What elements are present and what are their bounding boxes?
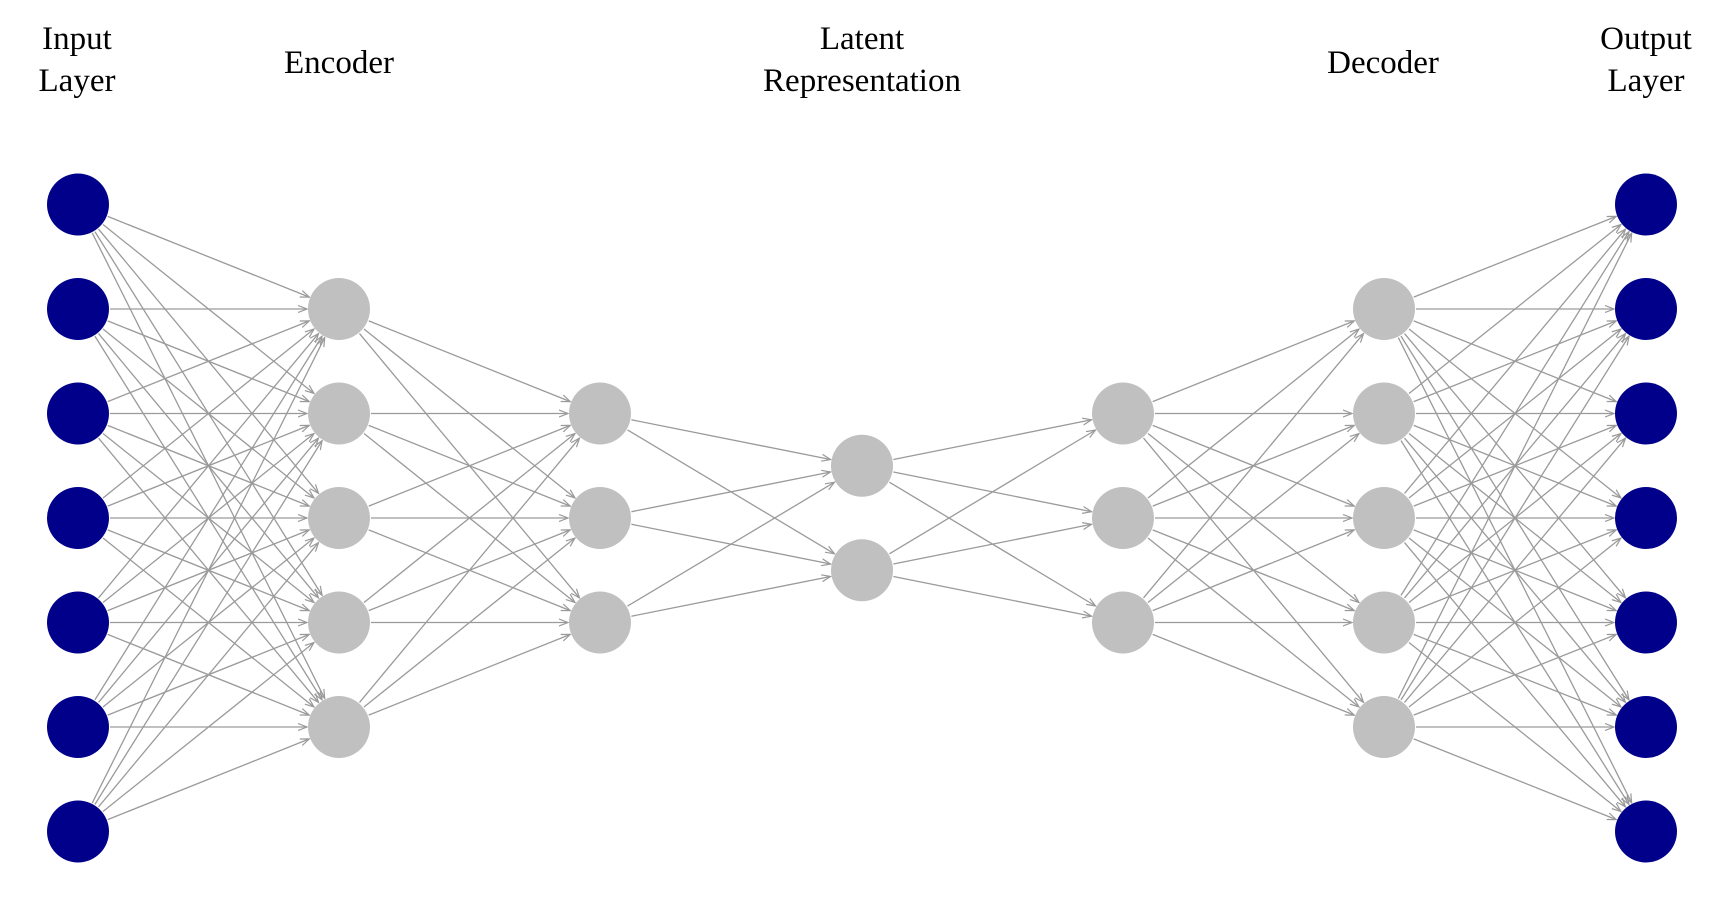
output-node-7	[1615, 800, 1677, 863]
input-node-5	[47, 591, 109, 654]
edge-encoder-1-5-to-encoder-2-1	[359, 438, 580, 703]
decoder-title: Decoder	[1327, 42, 1439, 84]
edge-decoder-2-2-to-output-1	[1408, 225, 1621, 395]
input-node-3	[47, 382, 109, 445]
edge-decoder-2-5-to-output-3	[1404, 438, 1626, 703]
decoder-2-node-2	[1353, 382, 1415, 445]
edge-input-6-to-encoder-1-1	[94, 336, 322, 701]
edge-decoder-2-5-to-output-5	[1413, 634, 1617, 716]
encoder-2-node-3	[569, 591, 631, 654]
edge-latent-2-to-decoder-1-1	[889, 430, 1095, 555]
output-node-5	[1615, 591, 1677, 654]
latent-representation-title: Latent Representation	[763, 18, 961, 102]
edge-encoder-1-1-to-encoder-2-1	[368, 320, 571, 402]
input-layer-title-line-2: Layer	[38, 63, 116, 99]
edge-decoder-2-3-to-output-1	[1404, 229, 1626, 494]
edge-decoder-2-5-to-output-2	[1400, 336, 1629, 701]
input-node-6	[47, 696, 109, 758]
edge-decoder-1-2-to-decoder-2-1	[1147, 329, 1359, 499]
edge-input-1-to-encoder-1-1	[107, 215, 310, 297]
output-layer-title-line-2: Layer	[1607, 63, 1685, 99]
encoder-1-node-4	[308, 591, 370, 654]
encoder-1-node-1	[308, 278, 370, 340]
output-node-2	[1615, 278, 1677, 340]
encoder-title-line-1: Encoder	[284, 45, 394, 81]
connections-group	[91, 215, 1631, 821]
edge-encoder-2-3-to-latent-2	[631, 577, 830, 617]
decoder-2-node-5	[1353, 696, 1415, 758]
edge-input-3-to-encoder-1-1	[107, 321, 310, 403]
encoder-2-node-2	[569, 487, 631, 549]
edge-latent-2-to-decoder-1-2	[893, 524, 1091, 565]
edge-decoder-1-1-to-decoder-2-1	[1152, 321, 1355, 403]
edge-input-7-to-encoder-1-5	[107, 739, 310, 821]
edge-encoder-1-3-to-encoder-2-1	[368, 425, 571, 507]
decoder-1-node-2	[1092, 487, 1154, 549]
edge-input-7-to-encoder-1-2	[94, 441, 322, 805]
output-layer-title-line-1: Output	[1600, 21, 1692, 57]
edge-decoder-2-5-to-output-1	[1397, 233, 1631, 699]
output-node-4	[1615, 487, 1677, 549]
edge-decoder-1-3-to-decoder-2-5	[1152, 633, 1355, 715]
input-layer-title: Input Layer	[39, 18, 116, 102]
encoder-1-node-2	[308, 382, 370, 445]
edge-input-5-to-encoder-1-1	[98, 334, 319, 599]
edge-decoder-2-1-to-output-1	[1413, 216, 1617, 298]
edge-decoder-1-3-to-decoder-2-3	[1152, 530, 1355, 612]
input-node-1	[47, 173, 109, 236]
encoder-2-node-1	[569, 382, 631, 445]
edge-input-7-to-encoder-1-1	[91, 338, 324, 804]
latent-title-line-2: Representation	[763, 63, 961, 99]
output-node-3	[1615, 382, 1677, 445]
input-node-7	[47, 800, 109, 863]
edge-decoder-2-4-to-output-1	[1400, 232, 1629, 596]
edge-encoder-1-5-to-encoder-2-3	[368, 634, 571, 716]
edge-latent-1-to-decoder-1-1	[893, 420, 1091, 461]
edge-decoder-1-3-to-decoder-2-1	[1143, 334, 1364, 599]
edge-input-7-to-encoder-1-3	[98, 543, 319, 808]
edge-encoder-1-5-to-encoder-2-2	[363, 538, 575, 708]
edge-encoder-2-3-to-latent-1	[627, 482, 835, 607]
edge-latent-2-to-decoder-1-3	[893, 575, 1091, 617]
edge-decoder-1-3-to-decoder-2-2	[1147, 434, 1359, 604]
edge-encoder-1-4-to-encoder-2-1	[363, 434, 575, 604]
encoder-1-node-3	[308, 487, 370, 549]
edge-input-4-to-encoder-1-1	[102, 329, 314, 499]
input-node-2	[47, 278, 109, 340]
output-layer-title: Output Layer	[1600, 18, 1692, 102]
decoder-2-node-3	[1353, 487, 1415, 549]
edge-encoder-2-2-to-latent-1	[631, 472, 830, 513]
nodes-group	[47, 173, 1677, 863]
edge-input-7-to-encoder-1-4	[102, 643, 314, 813]
encoder-title: Encoder	[284, 42, 394, 84]
decoder-2-node-1	[1353, 278, 1415, 340]
input-node-4	[47, 487, 109, 549]
latent-title-line-1: Latent	[819, 21, 905, 57]
output-node-6	[1615, 696, 1677, 758]
output-node-1	[1615, 173, 1677, 236]
decoder-1-node-1	[1092, 382, 1154, 445]
input-layer-title-line-1: Input	[42, 21, 112, 57]
latent-node-1	[831, 434, 893, 497]
edge-encoder-2-1-to-latent-1	[631, 419, 830, 460]
encoder-1-node-5	[308, 696, 370, 758]
decoder-1-node-3	[1092, 591, 1154, 654]
latent-node-2	[831, 539, 893, 602]
edge-decoder-2-5-to-output-4	[1408, 538, 1621, 708]
decoder-2-node-4	[1353, 591, 1415, 654]
decoder-title-line-1: Decoder	[1327, 45, 1439, 81]
edge-decoder-2-5-to-output-7	[1413, 738, 1617, 820]
